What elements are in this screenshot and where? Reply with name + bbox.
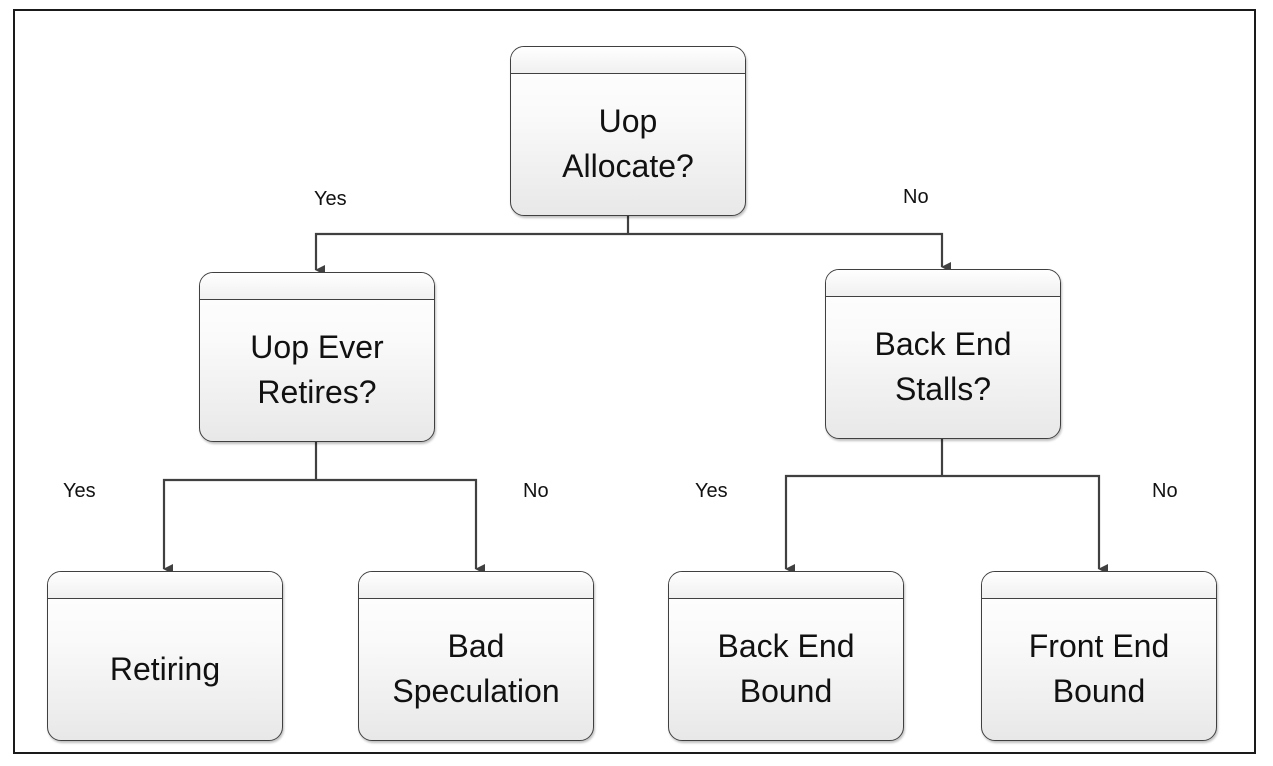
- edge-root-yes: [314, 232, 628, 275]
- edge-root-no: [628, 232, 951, 272]
- edge-left-yes: [162, 478, 316, 574]
- edge-right-no: [942, 474, 1108, 574]
- edge-label-root-yes: Yes: [314, 188, 347, 210]
- leaf-bad-speculation: Bad Speculation: [358, 571, 594, 741]
- edge-label-right-yes: Yes: [695, 480, 728, 502]
- leaf-retiring-label: Retiring: [109, 650, 221, 687]
- node-back-end-stalls: Back End Stalls?: [825, 269, 1061, 439]
- leaf-front-end-bound-label: Front End Bound: [1028, 628, 1170, 709]
- node-uop-ever-retires-label: Uop Ever Retires?: [250, 329, 384, 410]
- edge-right-yes: [784, 474, 942, 574]
- edge-left-no: [316, 478, 485, 574]
- edge-label-right-no: No: [1152, 480, 1178, 502]
- edge-label-left-no: No: [523, 480, 549, 502]
- node-uop-ever-retires: Uop Ever Retires?: [199, 272, 435, 442]
- leaf-bad-speculation-label: Bad Speculation: [392, 628, 560, 709]
- leaf-back-end-bound: Back End Bound: [668, 571, 904, 741]
- edge-label-root-no: No: [903, 186, 929, 208]
- diagram-frame: [13, 9, 1256, 754]
- leaf-back-end-bound-label: Back End Bound: [717, 628, 855, 709]
- edge-label-left-yes: Yes: [63, 480, 96, 502]
- node-uop-allocate-label: Uop Allocate?: [562, 103, 694, 184]
- leaf-front-end-bound: Front End Bound: [981, 571, 1217, 741]
- node-back-end-stalls-label: Back End Stalls?: [874, 326, 1012, 407]
- node-uop-allocate: Uop Allocate?: [510, 46, 746, 216]
- leaf-retiring: Retiring: [47, 571, 283, 741]
